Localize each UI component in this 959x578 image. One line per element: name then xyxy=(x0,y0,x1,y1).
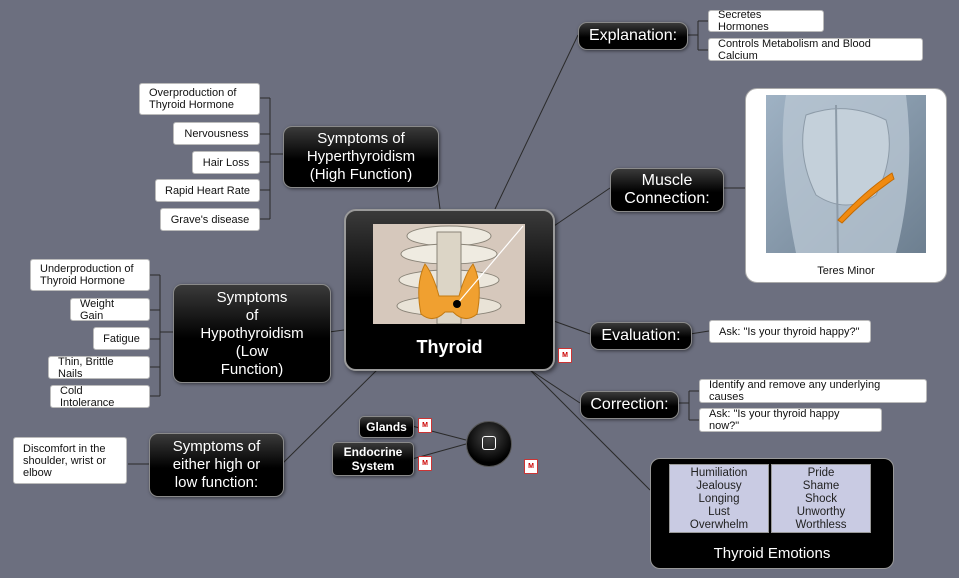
explanation-item[interactable]: Secretes Hormones xyxy=(708,9,824,33)
thyroid-emotions-node[interactable]: Humiliation Jealousy Longing Lust Overwh… xyxy=(650,458,894,569)
hypo-line4: (Low xyxy=(235,342,269,360)
emotion-item: Shame xyxy=(802,480,840,492)
emotion-item: Jealousy xyxy=(696,480,742,492)
emotions-title: Thyroid Emotions xyxy=(713,545,831,562)
emotion-item: Longing xyxy=(698,493,740,505)
either-line2: either high or xyxy=(172,456,261,473)
evaluation-node[interactable]: Evaluation: xyxy=(590,322,692,350)
either-line3: low function: xyxy=(174,474,259,491)
attachment-icon[interactable]: M xyxy=(418,418,432,433)
emotion-item: Humiliation xyxy=(690,467,748,479)
emotion-item: Overwhelm xyxy=(689,519,749,531)
hypothyroidism-node[interactable]: Symptoms of Hypothyroidism (Low Function… xyxy=(173,284,331,383)
muscle-label-line2: Connection: xyxy=(624,190,710,207)
hyper-item[interactable]: Nervousness xyxy=(173,122,260,145)
attachment-icon[interactable]: M xyxy=(558,348,572,363)
either-item[interactable]: Discomfort in the shoulder, wrist or elb… xyxy=(13,437,127,484)
emotion-item: Pride xyxy=(807,467,835,479)
hypo-item[interactable]: Fatigue xyxy=(93,327,150,350)
emotion-item: Worthless xyxy=(795,519,847,531)
explanation-item[interactable]: Controls Metabolism and Blood Calcium xyxy=(708,38,923,62)
emotion-item: Lust xyxy=(708,506,730,518)
explanation-label: Explanation: xyxy=(588,27,678,44)
emotions-right-column: Pride Shame Shock Unworthy Worthless xyxy=(771,464,871,533)
hypo-item[interactable]: Underproduction of Thyroid Hormone xyxy=(30,259,150,291)
endocrine-line1: Endocrine xyxy=(343,445,403,459)
collapsed-topic-node[interactable] xyxy=(466,421,512,467)
hyper-line2: Hyperthyroidism xyxy=(306,148,416,165)
endocrine-line2: System xyxy=(351,459,395,473)
hyper-item[interactable]: Rapid Heart Rate xyxy=(155,179,260,202)
either-function-node[interactable]: Symptoms of either high or low function: xyxy=(149,433,284,497)
square-icon xyxy=(482,436,496,450)
hyper-item[interactable]: Grave's disease xyxy=(160,208,260,231)
muscle-image-card[interactable]: Teres Minor xyxy=(745,88,947,283)
hypo-item[interactable]: Thin, Brittle Nails xyxy=(48,356,150,380)
hypo-item[interactable]: Cold Intolerance xyxy=(50,385,150,409)
either-line1: Symptoms of xyxy=(172,438,261,455)
hypo-line3: Hypothyroidism xyxy=(200,324,304,342)
thyroid-central-node[interactable]: Thyroid xyxy=(344,209,555,371)
hypo-item[interactable]: Weight Gain xyxy=(70,298,150,322)
correction-item[interactable]: Ask: "Is your thyroid happy now?" xyxy=(699,408,882,432)
emotions-left-column: Humiliation Jealousy Longing Lust Overwh… xyxy=(669,464,769,533)
evaluation-label: Evaluation: xyxy=(601,327,681,344)
endocrine-system-node[interactable]: Endocrine System xyxy=(332,442,414,476)
evaluation-item[interactable]: Ask: "Is your thyroid happy?" xyxy=(709,320,871,343)
hypo-line2: of xyxy=(245,306,259,324)
muscle-connection-node[interactable]: Muscle Connection: xyxy=(610,168,724,212)
hyper-item[interactable]: Overproduction of Thyroid Hormone xyxy=(139,83,260,115)
emotion-item: Shock xyxy=(805,493,837,505)
correction-node[interactable]: Correction: xyxy=(580,391,679,419)
glands-label: Glands xyxy=(366,420,407,434)
explanation-node[interactable]: Explanation: xyxy=(578,22,688,50)
correction-label: Correction: xyxy=(590,396,669,413)
muscle-label-line1: Muscle xyxy=(641,172,693,189)
attachment-icon[interactable]: M xyxy=(418,456,432,471)
hypo-line5: Function) xyxy=(220,360,284,378)
hyperthyroidism-node[interactable]: Symptoms of Hyperthyroidism (High Functi… xyxy=(283,126,439,188)
hyper-item[interactable]: Hair Loss xyxy=(192,151,260,174)
hyper-line3: (High Function) xyxy=(309,166,413,183)
correction-item[interactable]: Identify and remove any underlying cause… xyxy=(699,379,927,403)
emotion-item: Unworthy xyxy=(796,506,846,518)
muscle-image-caption: Teres Minor xyxy=(817,265,875,277)
thyroid-illustration xyxy=(373,224,525,324)
hyper-line1: Symptoms of xyxy=(317,130,405,147)
center-label: Thyroid xyxy=(416,337,483,357)
teres-minor-illustration xyxy=(766,95,926,253)
glands-node[interactable]: Glands xyxy=(359,416,414,438)
hypo-line1: Symptoms xyxy=(216,288,288,306)
attachment-icon[interactable]: M xyxy=(524,459,538,474)
